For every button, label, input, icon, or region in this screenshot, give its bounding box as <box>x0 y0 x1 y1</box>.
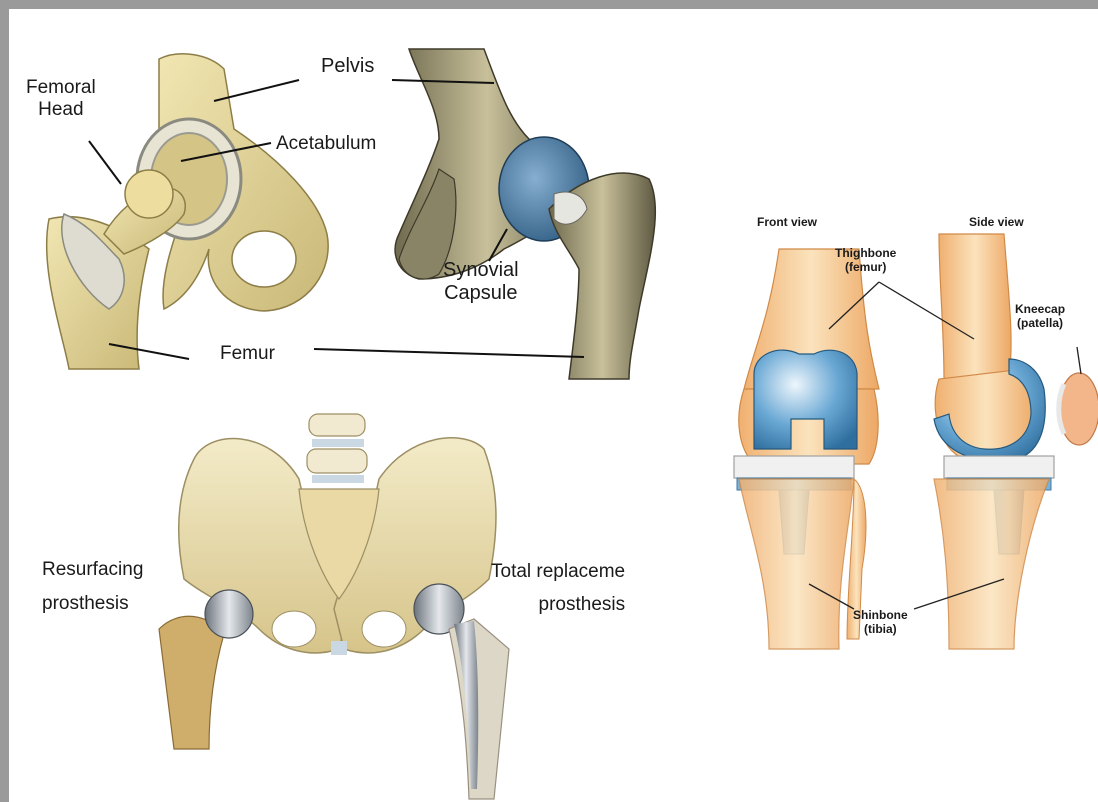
shinbone-label: Shinbone (tibia) <box>853 609 908 637</box>
knee-illustration <box>734 234 1098 649</box>
femoral-head-label: Femoral Head <box>26 77 96 121</box>
resurfacing-prosthesis-label: Resurfacing prosthesis <box>42 553 143 621</box>
hip-lateral-illustration <box>395 49 655 379</box>
total-replacement-prosthesis-label: Total replaceme prosthesis <box>491 555 625 622</box>
pelvis-label: Pelvis <box>321 55 374 78</box>
femur-label: Femur <box>220 343 275 365</box>
diagram-canvas: Femoral Head Pelvis Acetabulum Synovial … <box>9 9 1098 802</box>
side-view-label: Side view <box>969 216 1024 230</box>
acetabulum-label: Acetabulum <box>276 133 376 155</box>
frame-left-border <box>0 0 9 802</box>
frame-top-border <box>0 0 1098 9</box>
thighbone-label: Thighbone (femur) <box>835 247 896 275</box>
front-view-label: Front view <box>757 216 817 230</box>
kneecap-label: Kneecap (patella) <box>1015 303 1065 331</box>
illustration <box>9 9 1098 802</box>
pelvis-prosthesis-illustration <box>159 414 509 799</box>
synovial-capsule-label: Synovial Capsule <box>443 259 519 305</box>
